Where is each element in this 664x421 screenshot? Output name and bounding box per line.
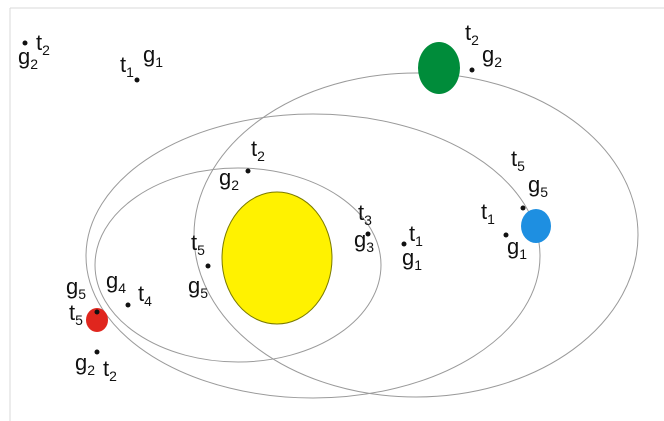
position-dot <box>401 241 407 247</box>
label-g5: g5 <box>66 274 86 302</box>
label-t1: t1 <box>120 52 134 80</box>
label-t1: t1 <box>481 199 495 227</box>
label-g4: g4 <box>106 268 126 296</box>
position-dot <box>520 205 526 211</box>
label-g2: g2 <box>18 44 38 72</box>
label-g5: g5 <box>528 172 548 200</box>
label-t4: t4 <box>138 281 152 309</box>
label-g2: g2 <box>219 165 239 193</box>
sun <box>221 191 333 325</box>
position-dot <box>94 349 100 355</box>
position-dot <box>503 232 509 238</box>
position-dot <box>365 231 371 237</box>
label-g5: g5 <box>188 273 208 301</box>
blue-planet <box>521 209 551 243</box>
inner-orbit <box>94 167 382 363</box>
label-t5: t5 <box>191 230 205 258</box>
green-planet <box>418 42 460 94</box>
label-g1: g1 <box>402 245 422 273</box>
label-t5: t5 <box>511 146 525 174</box>
label-g1: g1 <box>143 42 163 70</box>
position-dot <box>22 40 28 46</box>
label-t2: t2 <box>251 136 265 164</box>
label-t5: t5 <box>69 300 83 328</box>
position-dot <box>469 67 475 73</box>
label-t2: t2 <box>36 30 50 58</box>
label-g2: g2 <box>482 42 502 70</box>
position-dot <box>125 302 131 308</box>
outer-orbit <box>193 72 639 398</box>
label-t3: t3 <box>358 200 372 228</box>
label-g3: g3 <box>354 227 374 255</box>
red-planet <box>86 308 108 332</box>
label-t2: t2 <box>465 20 479 48</box>
position-dot <box>94 309 100 315</box>
label-t2: t2 <box>103 356 117 384</box>
label-t1: t1 <box>409 221 423 249</box>
position-dot <box>205 263 211 269</box>
position-dot <box>245 168 251 174</box>
label-g1: g1 <box>507 234 527 262</box>
position-dot <box>134 77 140 83</box>
middle-orbit <box>85 113 541 399</box>
label-g2: g2 <box>75 350 95 378</box>
